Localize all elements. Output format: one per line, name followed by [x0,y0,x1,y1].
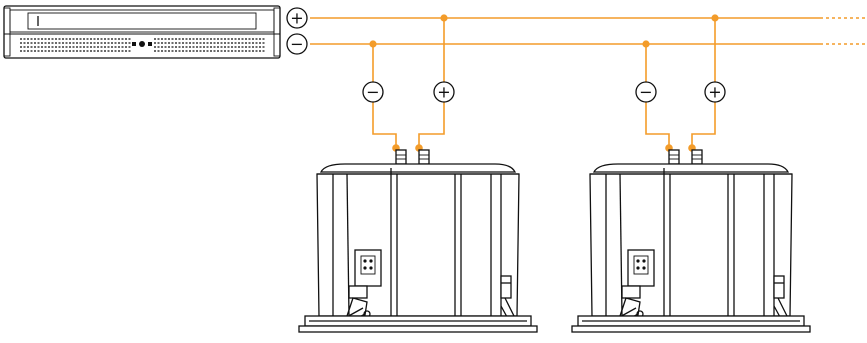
speaker2-negative-symbol-icon: − [635,81,657,103]
polarity-symbols: + − − + − + [286,7,726,103]
speaker-2 [571,149,811,333]
speaker1-positive-wire [418,18,445,150]
positive-symbol-label: + [437,83,450,102]
negative-symbol-label: − [639,83,652,102]
speaker2-positive-wire [691,18,716,150]
speaker2-positive-symbol-icon: + [704,81,726,103]
junction-node [711,14,719,22]
negative-symbol-label: − [366,83,379,102]
positive-symbol-label: + [708,83,721,102]
speaker1-negative-symbol-icon: − [362,81,384,103]
volume-knob-icon [139,41,145,47]
speaker1-positive-symbol-icon: + [433,81,455,103]
positive-symbol-label: + [290,9,303,28]
wiring [310,14,865,152]
amplifier [3,5,281,59]
amp-negative-terminal-icon: − [286,33,308,55]
junction-node [440,14,448,22]
speaker-1 [298,149,538,333]
vent-grille-right [154,38,266,52]
vent-grille-left [20,38,132,52]
amp-positive-terminal-icon: + [286,7,308,29]
junction-node [369,40,377,48]
negative-symbol-label: − [290,35,303,54]
junction-node [642,40,650,48]
